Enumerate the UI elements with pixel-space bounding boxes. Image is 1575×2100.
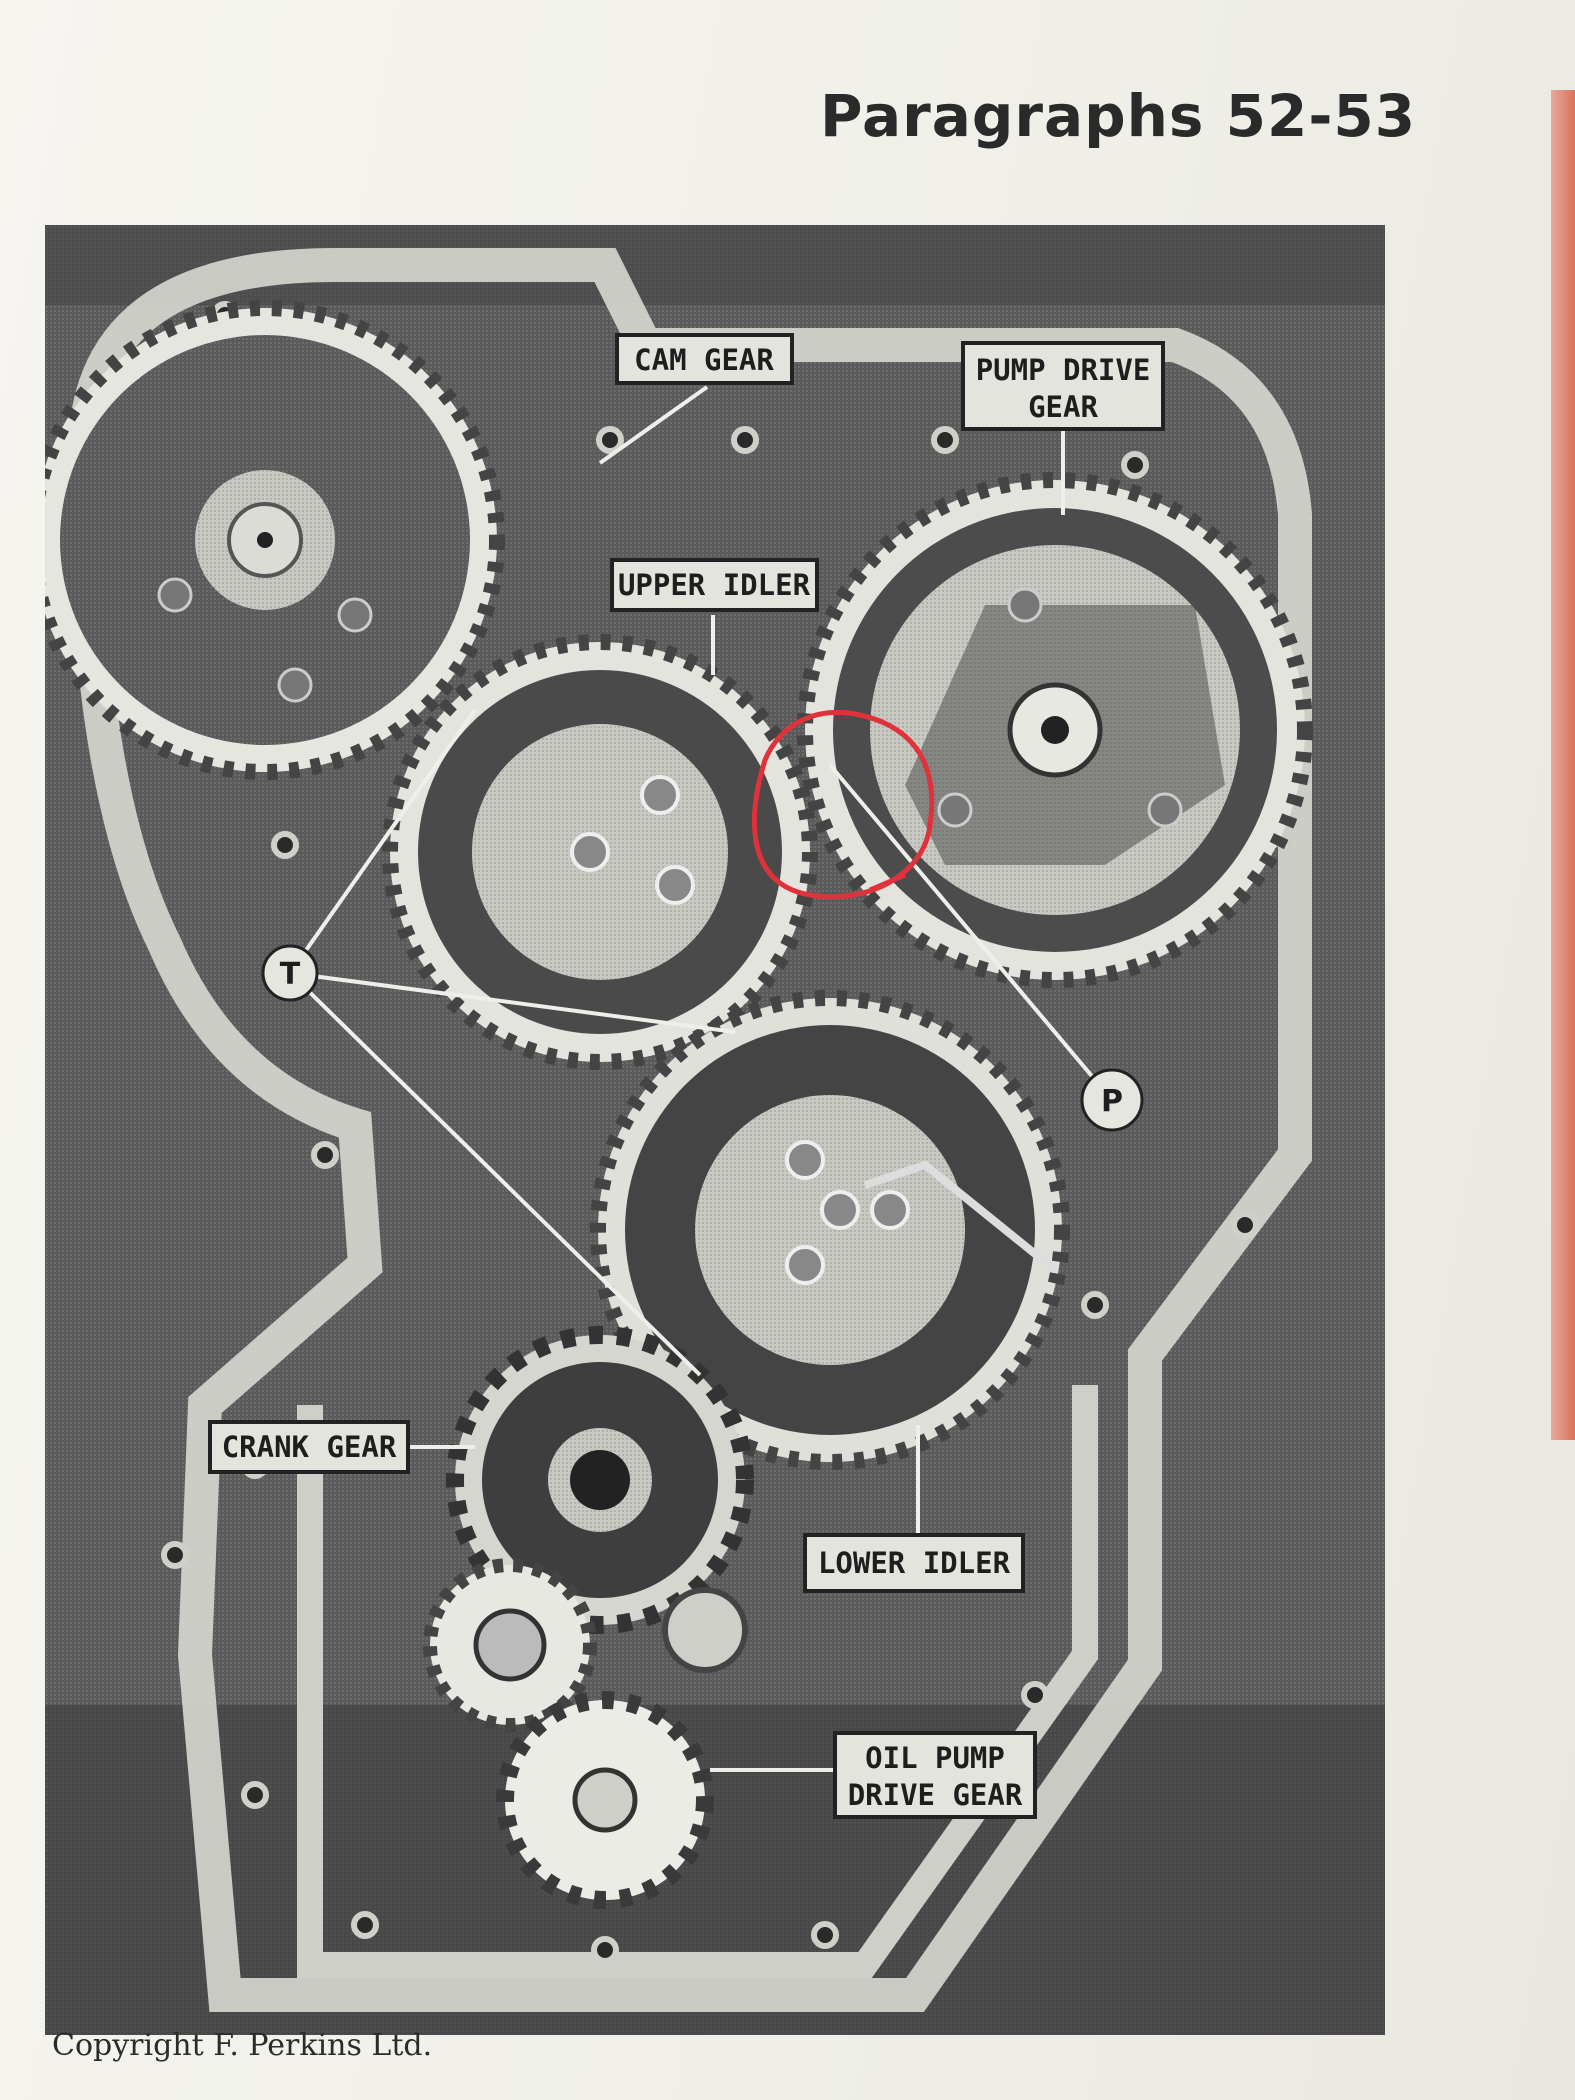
red-annotation-circle — [752, 709, 935, 900]
svg-text:DRIVE GEAR: DRIVE GEAR — [848, 1778, 1023, 1812]
upper-idler-gear — [382, 634, 818, 1070]
svg-text:PUMP DRIVE: PUMP DRIVE — [976, 353, 1151, 387]
label-lower-idler: LOWER IDLER — [803, 1533, 1025, 1593]
svg-text:GEAR: GEAR — [1028, 390, 1098, 424]
cam-gear — [45, 300, 505, 780]
timing-mark-t: T — [261, 944, 319, 1002]
crank-gear — [446, 1326, 754, 1634]
label-cam-gear: CAM GEAR — [615, 333, 794, 385]
oil-pump-drive-gear — [496, 1691, 714, 1909]
label-upper-idler: UPPER IDLER — [610, 558, 819, 612]
svg-text:CRANK GEAR: CRANK GEAR — [222, 1430, 397, 1464]
gear-train-illustration: T P CAM GEAR PUMP DRIVE GEAR UPPER IDLER — [45, 225, 1385, 2035]
timing-mark-p: P — [1080, 1068, 1144, 1132]
svg-text:CAM GEAR: CAM GEAR — [634, 343, 774, 377]
svg-text:LOWER IDLER: LOWER IDLER — [818, 1546, 1011, 1580]
svg-text:P: P — [1101, 1084, 1123, 1119]
svg-text:UPPER IDLER: UPPER IDLER — [618, 568, 811, 602]
lower-idler-gear — [590, 990, 1070, 1470]
timing-case-outline — [67, 248, 1312, 2012]
label-oil-pump-drive-gear: OIL PUMP DRIVE GEAR — [833, 1731, 1037, 1819]
label-pump-drive-gear: PUMP DRIVE GEAR — [961, 341, 1165, 431]
leader-lines — [288, 385, 1114, 1772]
page-heading: Paragraphs 52-53 — [820, 82, 1417, 150]
pump-drive-gear — [797, 472, 1313, 988]
adjacent-page-edge — [1551, 90, 1575, 1440]
small-idler-gear — [423, 1558, 597, 1732]
copyright-notice: Copyright F. Perkins Ltd. — [52, 2028, 433, 2063]
svg-text:OIL PUMP: OIL PUMP — [865, 1741, 1005, 1775]
label-crank-gear: CRANK GEAR — [208, 1420, 410, 1474]
timing-gears-photo: T P CAM GEAR PUMP DRIVE GEAR UPPER IDLER — [45, 225, 1385, 2035]
svg-text:T: T — [280, 957, 301, 992]
